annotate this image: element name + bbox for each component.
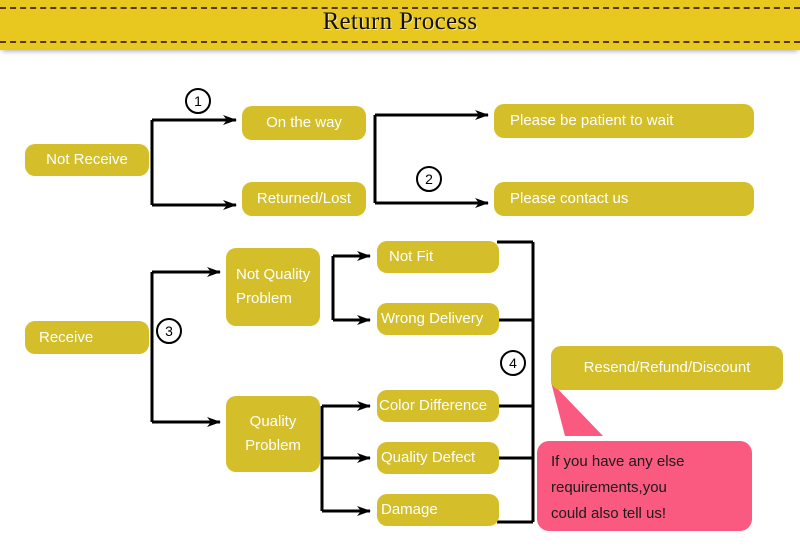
node-quality-problem[interactable]: Quality Problem [226,396,320,472]
callout-line-3: could also tell us! [551,505,667,522]
node-label: Not Receive [46,151,128,168]
node-label: Damage [381,501,438,518]
step-marker-label: 1 [194,93,202,109]
node-not-fit[interactable]: Not Fit [377,241,499,273]
step-marker-label: 3 [165,323,173,339]
callout-line-1: If you have any else [551,453,685,470]
node-label: Not Fit [389,248,434,265]
step-marker-label: 4 [509,355,517,371]
header-dashed-line-bottom [0,41,800,43]
node-label: Please be patient to wait [510,112,674,129]
header-banner: Return Process [0,0,800,50]
node-label: Quality Defect [381,449,476,466]
node-label: Not Quality Problem [236,266,311,307]
node-label: Please contact us [510,190,629,207]
node-label: Receive [39,328,94,346]
callout-bubble: If you have any else requirements,you co… [537,441,752,531]
node-returned-lost[interactable]: Returned/Lost [242,182,366,216]
node-on-the-way[interactable]: On the way [242,106,366,140]
node-quality-defect[interactable]: Quality Defect [377,442,499,474]
node-label: Returned/Lost [256,190,352,207]
step-marker-4: 4 [500,350,526,376]
node-label: Color Difference [379,397,488,414]
callout-line-2: requirements,you [551,479,667,496]
callout-tail [551,382,603,436]
node-resend-refund-discount[interactable]: Resend/Refund/Discount [551,346,783,390]
node-label: Wrong Delivery [381,310,484,327]
node-label: On the way [266,114,342,131]
step-marker-3: 3 [156,318,182,344]
node-color-difference[interactable]: Color Difference [377,390,499,422]
node-label: Quality Problem [245,413,301,454]
node-label: Resend/Refund/Discount [583,359,751,376]
node-damage[interactable]: Damage [377,494,499,526]
node-not-quality-problem[interactable]: Not Quality Problem [226,248,320,326]
step-marker-label: 2 [425,171,433,187]
header-dashed-line-top [0,7,800,9]
node-receive[interactable]: Receive [25,321,149,354]
step-marker-2: 2 [416,166,442,192]
page-title: Return Process [322,8,478,35]
node-not-receive[interactable]: Not Receive [25,144,149,176]
node-please-be-patient-to-wait[interactable]: Please be patient to wait [494,104,754,138]
step-marker-1: 1 [185,88,211,114]
node-wrong-delivery[interactable]: Wrong Delivery [377,303,499,335]
node-please-contact-us[interactable]: Please contact us [494,182,754,216]
